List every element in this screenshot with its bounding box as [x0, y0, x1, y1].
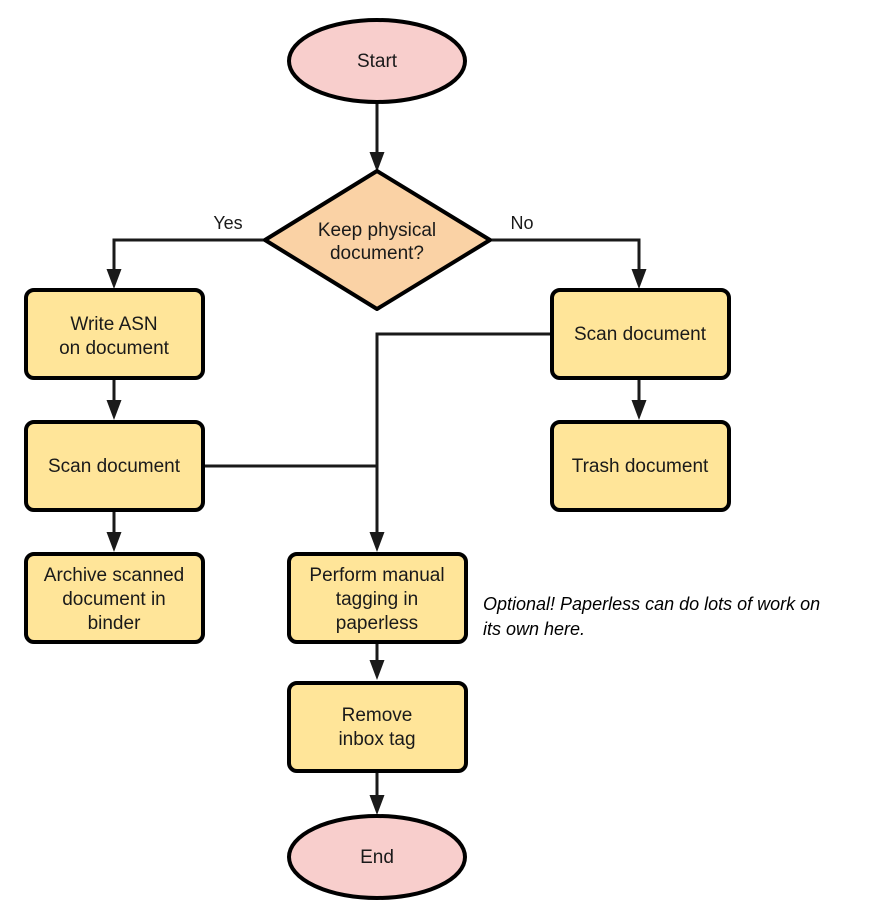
node-remove-inbox-tag[interactable]: Remove inbox tag: [287, 681, 468, 773]
edge-manual-tagging-to-remove-inbox: [369, 642, 385, 680]
node-archive-scanned-document[interactable]: Archive scanned document in binder: [24, 552, 205, 644]
edge-label-no: No: [510, 213, 533, 233]
scan-document-left-box-shape: [24, 420, 205, 512]
node-scan-document-right[interactable]: Scan document: [550, 288, 731, 380]
node-perform-manual-tagging[interactable]: Perform manual tagging in paperless: [287, 552, 468, 644]
node-scan-document-left[interactable]: Scan document: [24, 420, 205, 512]
remove-inbox-tag-label-line1: Remove: [342, 705, 413, 726]
edge-decision-no-to-scan-right: [490, 238, 647, 289]
manual-tagging-label-line1: Perform manual: [309, 565, 444, 586]
edge-scan-left-to-archive: [106, 510, 122, 552]
archive-label-line3: binder: [88, 613, 141, 634]
scan-document-right-label: Scan document: [574, 324, 707, 345]
edge-scan-right-to-trash: [631, 378, 647, 420]
end-label: End: [360, 847, 394, 868]
annotation-optional-note: Optional! Paperless can do lots of work …: [483, 594, 820, 639]
edge-remove-inbox-to-end: [369, 771, 385, 815]
start-label: Start: [357, 51, 398, 72]
decision-diamond-shape: [263, 169, 492, 311]
manual-tagging-label-line3: paperless: [336, 613, 418, 634]
start-ellipse-shape: [287, 18, 467, 104]
manual-tagging-box-shape: [287, 552, 468, 644]
node-end[interactable]: End: [287, 814, 467, 900]
write-asn-box-shape: [24, 288, 205, 380]
trash-document-label: Trash document: [572, 456, 709, 477]
decision-label-line1: Keep physical: [318, 220, 436, 241]
connector-layer: [106, 103, 647, 815]
node-write-asn[interactable]: Write ASN on document: [24, 288, 205, 380]
archive-label-line1: Archive scanned: [44, 565, 184, 586]
decision-label-line2: document?: [330, 243, 424, 264]
archive-label-line2: document in: [62, 589, 166, 610]
trash-document-box-shape: [550, 420, 731, 512]
remove-inbox-tag-box-shape: [287, 681, 468, 773]
optional-note-line1: Optional! Paperless can do lots of work …: [483, 594, 820, 614]
edge-decision-yes-to-write-asn: [106, 238, 265, 289]
end-ellipse-shape: [287, 814, 467, 900]
archive-box-shape: [24, 552, 205, 644]
node-decision-keep-physical-document[interactable]: Keep physical document?: [263, 169, 492, 311]
edge-write-asn-to-scan-left: [106, 378, 122, 420]
scan-document-right-box-shape: [550, 288, 731, 380]
edge-scan-right-to-manual-tagging: [369, 332, 552, 552]
optional-note-line2: its own here.: [483, 619, 585, 639]
remove-inbox-tag-label-line2: inbox tag: [338, 729, 415, 750]
scan-document-left-label: Scan document: [48, 456, 181, 477]
node-start[interactable]: Start: [287, 18, 467, 104]
node-trash-document[interactable]: Trash document: [550, 420, 731, 512]
write-asn-label-line1: Write ASN: [70, 314, 157, 335]
edge-start-to-decision: [369, 103, 385, 172]
edge-label-yes: Yes: [213, 213, 242, 233]
manual-tagging-label-line2: tagging in: [336, 589, 418, 610]
write-asn-label-line2: on document: [59, 338, 170, 359]
